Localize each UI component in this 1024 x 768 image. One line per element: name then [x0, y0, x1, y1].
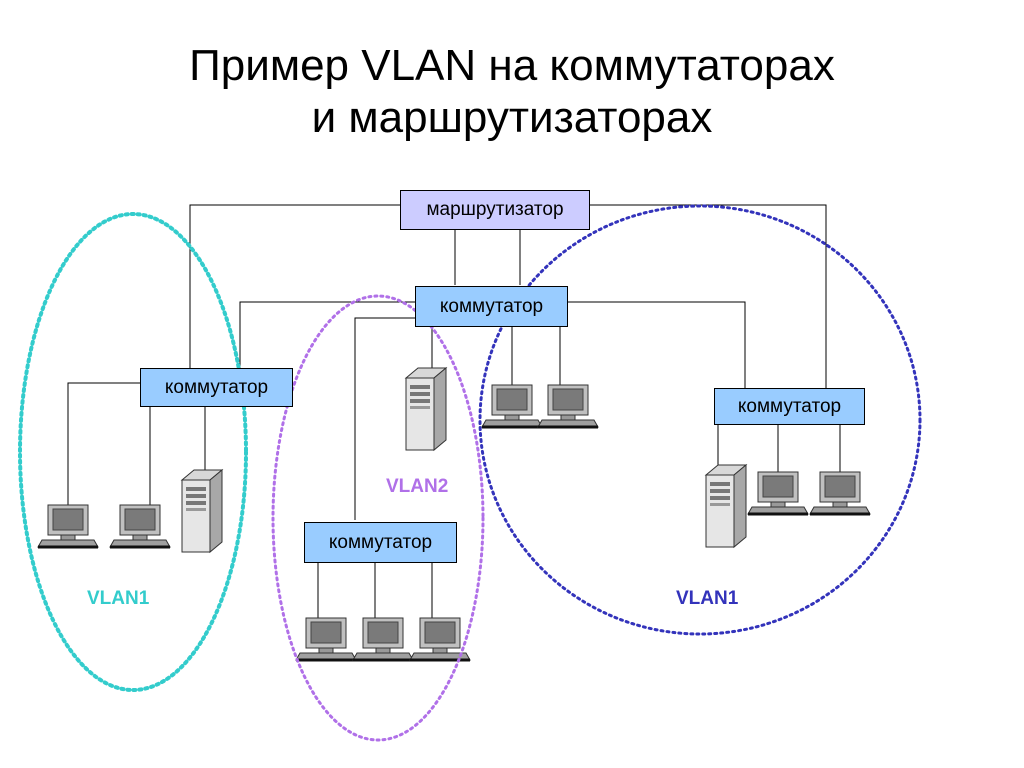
switch-bottom: коммутатор — [304, 522, 457, 563]
vlan1-left-label: VLAN1 — [87, 588, 150, 609]
vlan1-right-label: VLAN1 — [676, 588, 739, 609]
router-label: маршрутизатор — [426, 199, 564, 220]
switch-bottom-label: коммутатор — [328, 531, 433, 553]
vlan1-right-boundary — [478, 204, 922, 636]
switch-center-label: коммутатор — [439, 295, 544, 317]
switch-right-label: коммутатор — [737, 395, 842, 417]
switch-right: коммутатор — [714, 388, 865, 425]
server-icon — [181, 469, 223, 553]
pc-icon — [36, 503, 100, 549]
title-line-2: и маршрутизаторах — [311, 93, 713, 142]
switch-left-label: коммутатор — [164, 376, 269, 398]
vlan1-left-boundary — [18, 212, 248, 692]
vlan2-label: VLAN2 — [386, 476, 449, 497]
pc-icon — [746, 470, 810, 516]
pc-icon — [108, 503, 172, 549]
title-line-1: Пример VLAN на коммутаторах — [189, 41, 835, 90]
server-icon — [405, 367, 447, 451]
vlan2-boundary — [271, 294, 485, 742]
pc-icon — [351, 616, 415, 662]
pc-icon — [480, 383, 544, 429]
slide-title: Пример VLAN на коммутаторах и маршрутиза… — [0, 40, 1024, 144]
router-box: маршрутизатор — [400, 190, 590, 230]
connection-lines — [67, 204, 841, 618]
pc-icon — [536, 383, 600, 429]
switch-center: коммутатор — [415, 286, 568, 327]
switch-left: коммутатор — [140, 368, 293, 407]
pc-icon — [294, 616, 358, 662]
pc-icon — [808, 470, 872, 516]
server-icon — [705, 464, 747, 548]
